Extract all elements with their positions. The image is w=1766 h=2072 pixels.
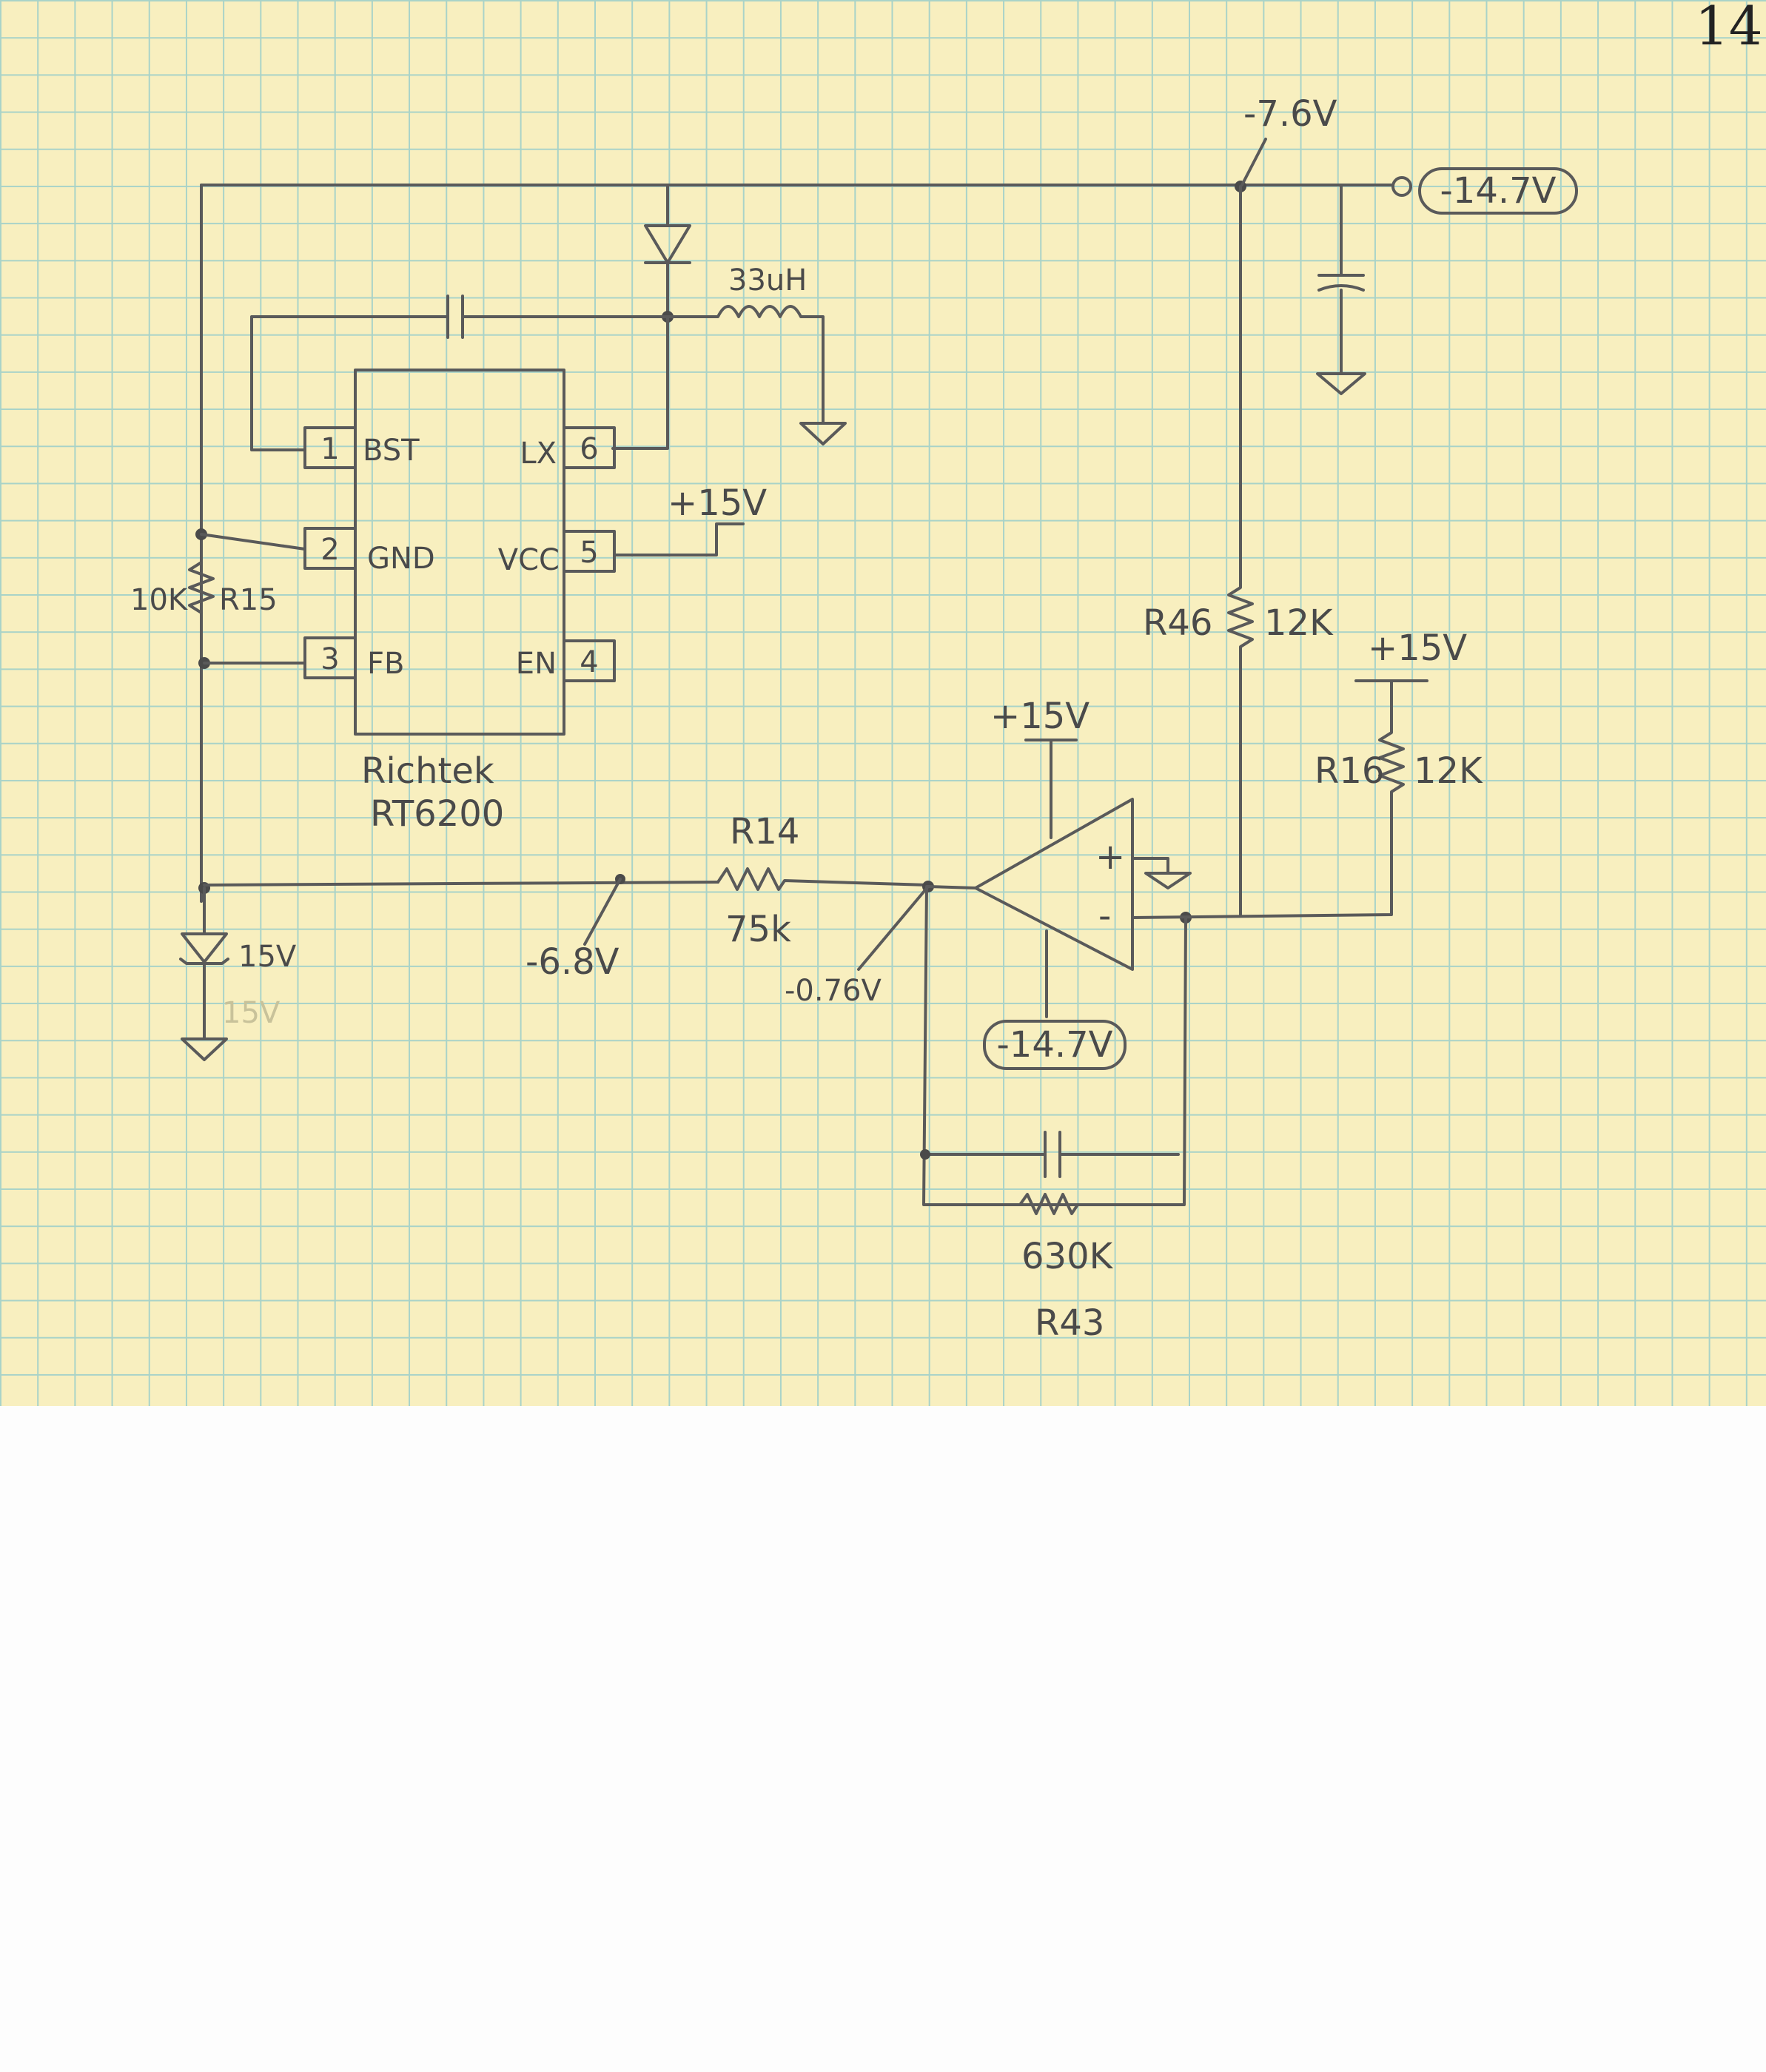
- node-label-neg0-76: -0.76V: [785, 974, 882, 1008]
- output-label-box: [1418, 167, 1578, 215]
- r14-value: 75k: [725, 909, 791, 950]
- inductor-33uh: [666, 305, 825, 425]
- zener-faint-label: 15V: [222, 996, 281, 1030]
- resistor-r16: [1354, 679, 1428, 820]
- node-label-neg7-6: -7.6V: [1243, 93, 1337, 135]
- ic-pin-box: [303, 636, 357, 679]
- resistor-r15: [188, 561, 215, 614]
- r16-name: R16: [1315, 750, 1384, 792]
- vcc-wire: [613, 522, 745, 556]
- leader-line: [857, 885, 930, 971]
- resistor-r14: [716, 867, 930, 891]
- catch-diode: [644, 184, 691, 318]
- ic-pin-box: [303, 426, 357, 469]
- lx-wire: [611, 315, 669, 450]
- opamp-input-wire: [927, 885, 977, 889]
- ic-pin-number: 5: [580, 536, 598, 570]
- leader-line: [1240, 138, 1267, 186]
- ic-pin-name: EN: [516, 647, 557, 681]
- leader-line: [583, 878, 622, 946]
- feedback-wire: [922, 885, 1187, 1206]
- opamp-vneg-label: -14.7V: [996, 1024, 1112, 1066]
- zener-diode: [179, 887, 229, 1040]
- opamp-plus-sign: +: [1095, 836, 1125, 878]
- ic-pin-number: 3: [320, 642, 339, 676]
- resistor-r46: [1227, 185, 1254, 916]
- ic-pin-name: BST: [363, 434, 420, 468]
- ground-symbol: [181, 1037, 228, 1061]
- r46-name: R46: [1143, 602, 1212, 644]
- vcc-rail-label: +15V: [668, 482, 767, 524]
- ic-pin-name: VCC: [498, 543, 560, 577]
- blank-page-area: [0, 1406, 1766, 2072]
- opamp-minus-sign: -: [1098, 895, 1111, 937]
- ic-part-label: RT6200: [370, 793, 504, 835]
- output-terminal: [1391, 176, 1412, 197]
- ic-pin-box: [563, 639, 616, 682]
- r14-wire: [203, 881, 719, 887]
- node-dot: [920, 1149, 930, 1160]
- r14-name: R14: [730, 811, 799, 852]
- ground-symbol: [799, 422, 847, 445]
- ic-pin-number: 6: [580, 432, 598, 466]
- resistor-r43: [925, 1193, 1079, 1215]
- ic-pin-box: [563, 530, 616, 573]
- inductor-label: 33uH: [728, 263, 807, 297]
- r46-value: 12K: [1264, 602, 1334, 644]
- ic-pin-number: 4: [580, 645, 598, 679]
- opamp-vneg-box: [983, 1020, 1127, 1070]
- r43-value: 630K: [1021, 1236, 1114, 1277]
- gnd-pin-wire: [200, 533, 306, 551]
- zener-label: 15V: [238, 940, 297, 974]
- r43-name: R43: [1035, 1302, 1104, 1344]
- ic-pin-number: 2: [320, 533, 339, 567]
- ic-pin-name: FB: [367, 647, 404, 681]
- graph-paper-sheet: [0, 0, 1766, 1406]
- bootstrap-capacitor: [250, 295, 669, 451]
- ic-pin-name: GND: [367, 542, 435, 576]
- ic-vendor-label: Richtek: [361, 750, 494, 792]
- r16-rail-label: +15V: [1368, 628, 1467, 669]
- opamp-vpos-label: +15V: [990, 696, 1090, 737]
- output-label: -14.7V: [1440, 170, 1556, 212]
- r15-value: 10K: [130, 583, 189, 617]
- opamp-triangle: [974, 798, 1134, 971]
- opamp-vpos-wire: [1024, 739, 1078, 839]
- ic-pin-name: LX: [520, 437, 557, 471]
- page-number: 14: [1695, 0, 1763, 57]
- ic-pin-box: [563, 426, 616, 469]
- r16-value: 12K: [1414, 750, 1483, 792]
- output-capacitor: [1316, 185, 1366, 395]
- node-label-neg6-8: -6.8V: [526, 941, 620, 983]
- opamp-output-wire: [1131, 817, 1393, 919]
- ic-pin-number: 1: [320, 432, 339, 466]
- feedback-capacitor: [925, 1131, 1180, 1178]
- r15-name: R15: [219, 583, 278, 617]
- opamp-plus-ground: [1131, 857, 1192, 889]
